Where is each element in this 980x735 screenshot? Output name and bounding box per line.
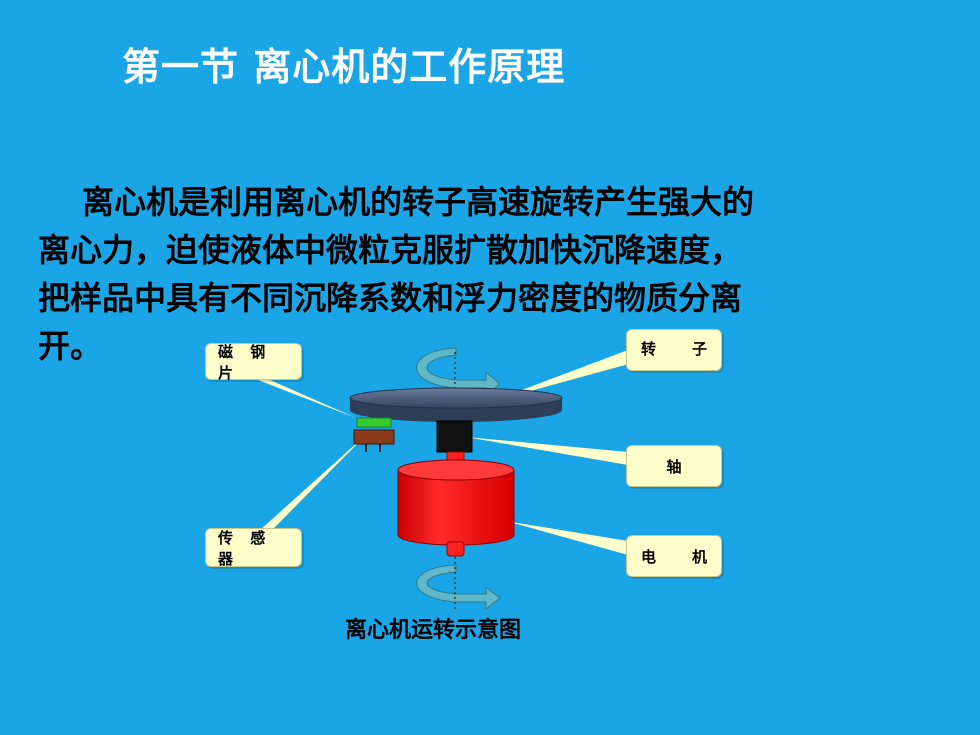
motor-label-text-a: 电 bbox=[641, 547, 657, 566]
rotor-label: 转 子 bbox=[626, 329, 722, 371]
sensor-pointer bbox=[260, 433, 368, 530]
magnet-plate bbox=[356, 417, 392, 428]
motor-label: 电 机 bbox=[626, 535, 722, 577]
sensor-label-text: 传 感 器 bbox=[218, 528, 272, 568]
motor-label-text-b: 机 bbox=[691, 547, 707, 566]
rotor-label-text-a: 转 bbox=[641, 340, 657, 358]
sensor bbox=[353, 429, 395, 452]
motor-pointer bbox=[506, 521, 628, 555]
shaft-pointer bbox=[466, 437, 628, 465]
rotation-arrow-icon bbox=[416, 564, 501, 611]
magnet-pointer bbox=[258, 380, 356, 418]
shaft-label: 轴 bbox=[626, 445, 722, 487]
paragraph-line: 把样品中具有不同沉降系数和浮力密度的物质分离 bbox=[38, 279, 743, 317]
paragraph-line: 离心力，迫使液体中微粒克服扩散加快沉降速度， bbox=[38, 231, 743, 269]
rotor-disc bbox=[349, 387, 563, 422]
magnet-label: 磁 钢 片 bbox=[205, 342, 302, 382]
magnet-label-text: 磁 钢 片 bbox=[218, 342, 272, 382]
page-title: 第一节 离心机的工作原理 bbox=[122, 45, 566, 89]
rotor-pointer bbox=[490, 350, 636, 402]
diagram-caption: 离心机运转示意图 bbox=[345, 618, 522, 643]
shaft-label-text: 轴 bbox=[666, 457, 682, 476]
rotor-label-text-b: 子 bbox=[691, 340, 707, 358]
shaft bbox=[436, 420, 473, 453]
intro-paragraph: 离心机是利用离心机的转子高速旋转产生强大的 离心力，迫使液体中微粒克服扩散加快沉… bbox=[38, 178, 918, 370]
paragraph-line: 开。 bbox=[38, 327, 103, 365]
motor bbox=[397, 459, 515, 557]
paragraph-line: 离心机是利用离心机的转子高速旋转产生强大的 bbox=[82, 183, 755, 221]
sensor-label: 传 感 器 bbox=[205, 528, 302, 568]
